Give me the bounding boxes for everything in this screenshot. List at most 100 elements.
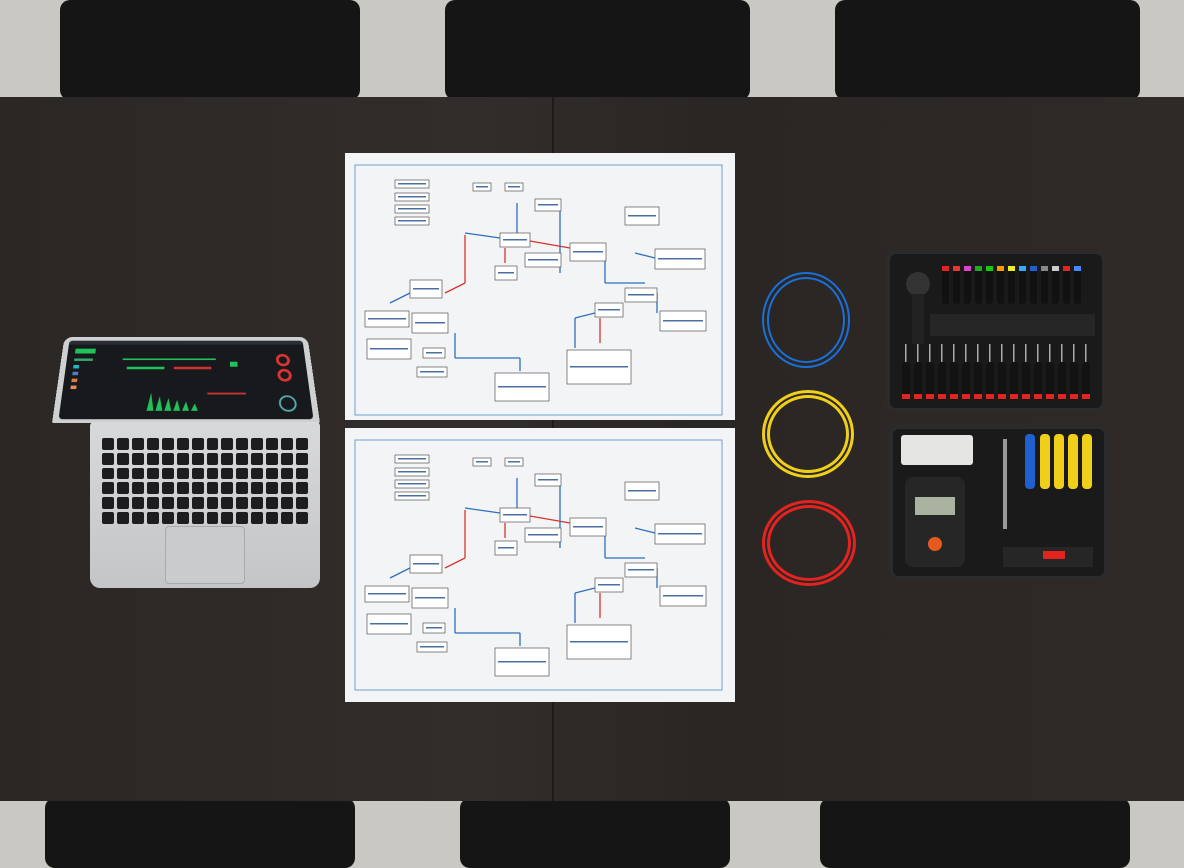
- node-text-mark: [476, 461, 488, 463]
- screwdriver-shaft: [941, 344, 943, 362]
- node-text-mark: [498, 272, 514, 274]
- connection-line: [444, 282, 466, 294]
- key: [266, 452, 279, 465]
- key: [281, 467, 294, 480]
- screwdriver: [986, 362, 994, 400]
- key: [161, 512, 174, 524]
- key: [281, 512, 294, 524]
- screwdriver-cap: [1063, 266, 1070, 271]
- node-text-mark: [528, 534, 558, 536]
- key: [161, 482, 174, 495]
- screwdriver-cap: [1074, 266, 1081, 271]
- node-text-mark: [368, 593, 406, 595]
- screwdriver-cap: [986, 394, 994, 399]
- key: [281, 497, 294, 510]
- laptop-base: [90, 422, 320, 588]
- screwdriver: [986, 266, 993, 304]
- node-text-mark: [570, 366, 628, 368]
- screwdriver: [998, 362, 1006, 400]
- node-text-mark: [598, 584, 620, 586]
- key: [281, 452, 294, 465]
- screwdriver-shaft: [1085, 344, 1087, 362]
- node-text-mark: [398, 220, 426, 222]
- screwdriver-cap: [975, 266, 982, 271]
- node-text-mark: [498, 547, 514, 549]
- key: [131, 482, 144, 495]
- key: [266, 497, 279, 510]
- screwdriver-shaft: [1037, 344, 1039, 362]
- key: [176, 512, 189, 524]
- key: [191, 467, 204, 480]
- connection-line: [634, 527, 656, 534]
- node-text-mark: [503, 239, 527, 241]
- screwdriver-cap: [998, 394, 1006, 399]
- key: [236, 482, 249, 495]
- key: [206, 467, 219, 480]
- connection-line: [574, 312, 596, 319]
- screwdriver: [942, 266, 949, 304]
- screwdriver-shaft: [965, 344, 967, 362]
- key: [251, 482, 264, 495]
- screwdriver-cap: [1030, 266, 1037, 271]
- screwdriver-cap: [986, 266, 993, 271]
- screwdriver-cap: [962, 394, 970, 399]
- connection-line: [464, 507, 501, 514]
- network-diagram-sheet-bottom: [345, 428, 735, 702]
- key: [281, 438, 294, 450]
- node-text-mark: [368, 318, 406, 320]
- node-text-mark: [628, 490, 656, 492]
- node-text-mark: [420, 646, 444, 648]
- node-text-mark: [398, 208, 426, 210]
- key: [236, 512, 249, 524]
- node-text-mark: [415, 322, 445, 324]
- node-text-mark: [370, 623, 408, 625]
- screwdriver-shaft: [1061, 344, 1063, 362]
- node-text-mark: [628, 294, 654, 296]
- screwdriver: [1074, 266, 1081, 304]
- chair-top-right: [835, 0, 1140, 100]
- key: [102, 512, 114, 524]
- key: [102, 467, 114, 480]
- key: [296, 497, 308, 510]
- screwdriver-shaft: [1049, 344, 1051, 362]
- key: [221, 467, 234, 480]
- key: [251, 438, 264, 450]
- key: [281, 482, 294, 495]
- trackpad: [165, 526, 245, 584]
- screwdriver-cap: [1070, 394, 1078, 399]
- laptop-screen: [52, 336, 320, 423]
- screwdriver: [1070, 362, 1078, 400]
- connection-line: [444, 557, 466, 569]
- key: [176, 482, 189, 495]
- key: [191, 438, 204, 450]
- screwdriver: [1082, 362, 1090, 400]
- connection-line: [464, 232, 501, 239]
- connection-line: [529, 515, 571, 524]
- screwdriver: [953, 266, 960, 304]
- key: [102, 497, 114, 510]
- dashboard-display: [58, 340, 314, 420]
- node-text-mark: [398, 458, 426, 460]
- connection-line: [574, 587, 596, 594]
- screwdriver-cap: [942, 266, 949, 271]
- node-text-mark: [498, 661, 546, 663]
- screwdriver-cap: [950, 394, 958, 399]
- node-text-mark: [528, 259, 558, 261]
- chair-bottom-left: [45, 798, 355, 868]
- screwdriver: [1058, 362, 1066, 400]
- key: [146, 497, 159, 510]
- screwdriver-cap: [914, 394, 922, 399]
- ethernet-cable-yellow: [762, 390, 854, 478]
- key: [161, 452, 174, 465]
- key: [221, 497, 234, 510]
- key: [146, 438, 159, 450]
- key: [221, 452, 234, 465]
- key: [296, 512, 308, 524]
- key: [131, 467, 144, 480]
- node-text-mark: [398, 196, 426, 198]
- dashboard-graphics: [68, 340, 304, 420]
- screwdriver: [964, 266, 971, 304]
- node-text-mark: [508, 461, 520, 463]
- screwdriver-set: [902, 266, 1095, 400]
- node-text-mark: [573, 526, 603, 528]
